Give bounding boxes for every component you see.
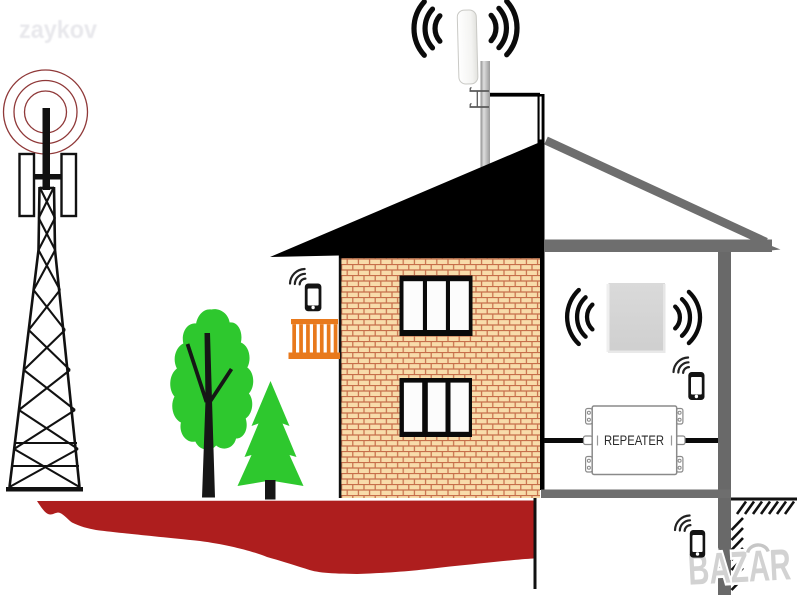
- svg-text:REPEATER: REPEATER: [604, 433, 664, 448]
- svg-text:zaykov: zaykov: [19, 16, 97, 44]
